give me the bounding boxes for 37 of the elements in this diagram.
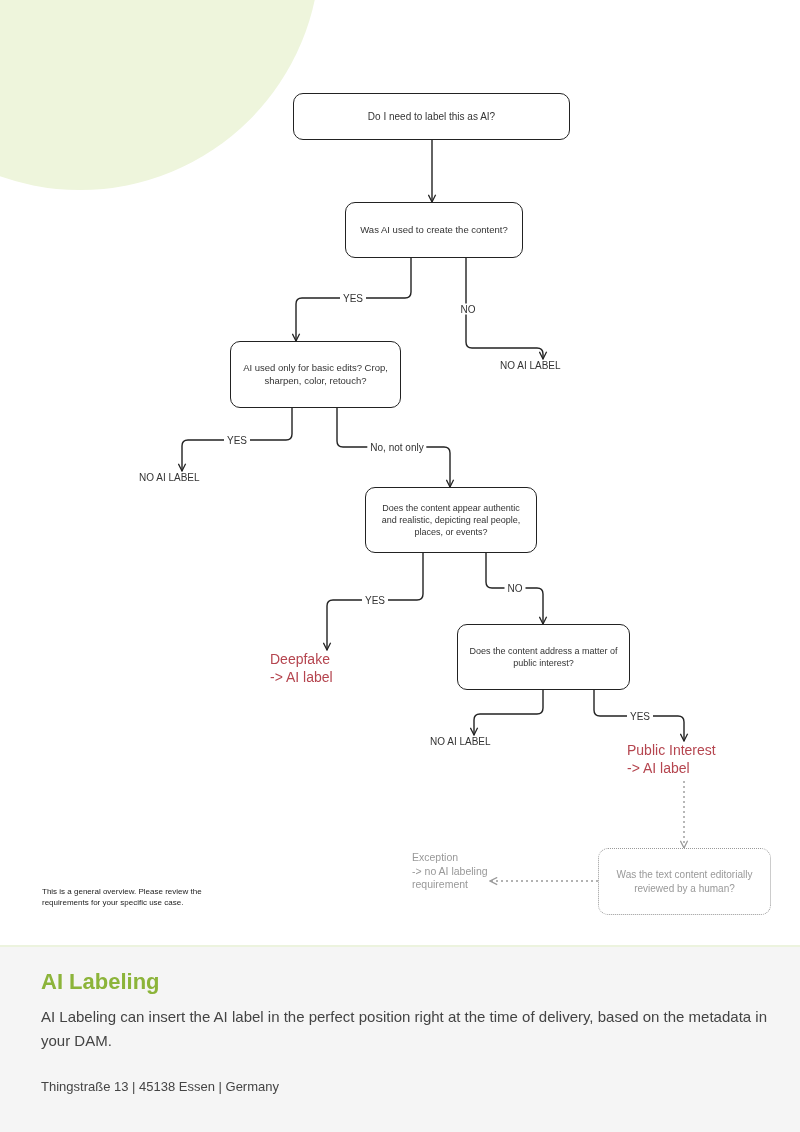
outcome-text: NO AI LABEL: [500, 359, 562, 372]
decision-box: [230, 341, 401, 408]
outcome-text: -> AI label: [627, 759, 691, 778]
footer-heading: AI Labeling: [41, 969, 160, 995]
edge-label: YES: [362, 594, 388, 606]
edge-label: YES: [627, 710, 653, 722]
question-text: AI used only for basic edits? Crop, sharpen, color, retouch?: [242, 361, 389, 388]
outcome-text: Deepfake: [270, 650, 331, 669]
edge-label: YES: [340, 292, 366, 304]
decision-box: [345, 202, 523, 258]
dotted-arrow: [679, 780, 689, 849]
outcome-text: NO AI LABEL: [430, 735, 492, 748]
arrow: [469, 689, 544, 736]
outcome-text: -> no AI labeling requirement: [412, 864, 489, 892]
outcome-text: -> AI label: [270, 668, 334, 687]
edge-label: NO: [504, 582, 526, 594]
question-text: Was the text content editorially reviewed by a human?: [615, 868, 754, 895]
outcome-text: NO AI LABEL: [139, 471, 201, 484]
arrow: [485, 552, 548, 625]
dotted-decision-box: [598, 848, 771, 915]
disclaimer-note: This is a general overview. Please review the requirements for your specific use case.: [42, 886, 202, 909]
question-text: Do I need to label this as AI?: [367, 109, 496, 124]
question-text: Was AI used to create the content?: [360, 223, 508, 237]
arrow: [427, 139, 437, 203]
decision-box: [293, 93, 570, 140]
edge-label: YES: [224, 434, 250, 446]
outcome-text: Public Interest: [627, 741, 717, 760]
edge-label: No, not only: [367, 441, 427, 453]
footer-paragraph: AI Labeling can insert the AI label in the perfect position right at the time of delivery, based on the metadata in your DAM.: [41, 1007, 768, 1051]
address-text: Thingstraße 13 | 45138 Essen | Germany: [41, 1079, 279, 1094]
dotted-arrow: [489, 876, 599, 886]
decision-box: [457, 624, 630, 690]
decision-box: [365, 487, 537, 553]
arrow: [465, 257, 548, 360]
question-text: Does the content appear authentic and realistic, depicting real people, places, or events?: [380, 501, 522, 539]
question-text: Does the content address a matter of public interest?: [468, 644, 619, 670]
outcome-text: Exception: [412, 851, 460, 865]
